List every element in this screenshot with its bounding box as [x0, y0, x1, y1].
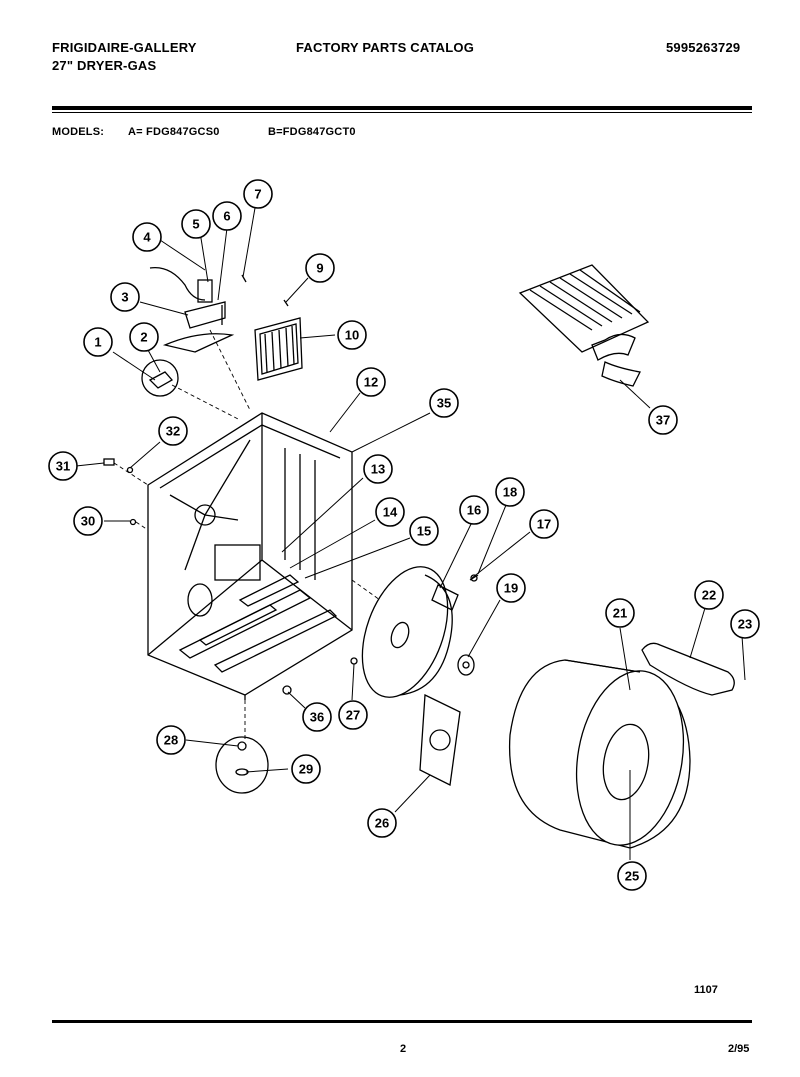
callout-31: 31 — [48, 451, 78, 481]
callout-7: 7 — [243, 179, 273, 209]
model-b: B=FDG847GCT0 — [268, 126, 356, 138]
page-number: 2 — [400, 1043, 407, 1055]
callout-5: 5 — [181, 209, 211, 239]
svg-text:28: 28 — [164, 733, 178, 748]
models-label: MODELS: — [52, 126, 105, 138]
footer-rule — [52, 1020, 752, 1023]
callout-12: 12 — [356, 367, 386, 397]
leader-lines — [75, 207, 746, 860]
callout-4: 4 — [132, 222, 162, 252]
callout-30: 30 — [73, 506, 103, 536]
svg-text:13: 13 — [371, 462, 385, 477]
callout-21: 21 — [605, 598, 635, 628]
callout-1: 1 — [83, 327, 113, 357]
svg-text:18: 18 — [503, 485, 517, 500]
callout-29: 29 — [291, 754, 321, 784]
svg-text:31: 31 — [56, 459, 70, 474]
exhaust-duct-drawing — [419, 693, 461, 786]
svg-text:25: 25 — [625, 869, 639, 884]
svg-text:22: 22 — [702, 588, 716, 603]
svg-text:35: 35 — [437, 396, 451, 411]
blower-drawing — [457, 574, 479, 676]
svg-text:32: 32 — [166, 424, 180, 439]
revision-date: 2/95 — [728, 1043, 750, 1055]
foot-36-drawing — [282, 685, 292, 695]
svg-text:26: 26 — [375, 816, 389, 831]
front-bulkhead-drawing — [361, 566, 459, 698]
svg-text:16: 16 — [467, 503, 481, 518]
exploded-parts-diagram: 1 2 3 4 5 6 7 9 10 12 13 14 15 16 17 18 … — [48, 179, 760, 891]
callout-6: 6 — [212, 201, 242, 231]
callout-37: 37 — [648, 405, 678, 435]
callout-2: 2 — [129, 322, 159, 352]
cabinet-drawing — [147, 412, 353, 700]
brand-name: FRIGIDAIRE-GALLERY — [52, 40, 197, 55]
svg-text:12: 12 — [364, 375, 378, 390]
callout-15: 15 — [409, 516, 439, 546]
callout-16: 16 — [459, 495, 489, 525]
svg-text:9: 9 — [316, 261, 323, 276]
callout-19: 19 — [496, 573, 526, 603]
callout-25: 25 — [617, 861, 647, 891]
svg-text:37: 37 — [656, 413, 670, 428]
screw-7-drawing — [241, 274, 247, 283]
sensor-2-drawing — [148, 371, 174, 389]
callout-9: 9 — [305, 253, 335, 283]
svg-text:6: 6 — [223, 209, 230, 224]
svg-text:7: 7 — [254, 187, 261, 202]
callout-35: 35 — [429, 388, 459, 418]
callout-17: 17 — [529, 509, 559, 539]
svg-text:10: 10 — [345, 328, 359, 343]
svg-text:27: 27 — [346, 708, 360, 723]
callout-28: 28 — [156, 725, 186, 755]
callout-10: 10 — [337, 320, 367, 350]
vent-grille-drawing — [254, 317, 303, 381]
catalog-title: FACTORY PARTS CATALOG — [296, 40, 475, 55]
drum-baffle-drawing — [641, 642, 735, 696]
callout-22: 22 — [694, 580, 724, 610]
callout-13: 13 — [363, 454, 393, 484]
product-name: 27" DRYER-GAS — [52, 58, 157, 73]
header-rule — [52, 106, 752, 110]
model-a: A= FDG847GCS0 — [128, 126, 220, 138]
svg-text:23: 23 — [738, 617, 752, 632]
callout-32: 32 — [158, 416, 188, 446]
svg-text:1: 1 — [94, 335, 101, 350]
clip-31-drawing — [103, 458, 115, 466]
svg-text:36: 36 — [310, 710, 324, 725]
callout-36: 36 — [302, 702, 332, 732]
screw-30-drawing — [129, 518, 137, 526]
svg-text:19: 19 — [504, 581, 518, 596]
svg-text:2: 2 — [140, 330, 147, 345]
catalog-number: 5995263729 — [666, 40, 741, 55]
svg-text:4: 4 — [143, 230, 151, 245]
figure-code: 1107 — [694, 984, 718, 996]
svg-text:14: 14 — [383, 505, 398, 520]
callout-14: 14 — [375, 497, 405, 527]
callout-26: 26 — [367, 808, 397, 838]
callout-23: 23 — [730, 609, 760, 639]
thermostat-bracket-drawing — [149, 266, 235, 353]
inset-detail-circle — [141, 359, 179, 397]
drying-rack-drawing — [518, 264, 650, 387]
drum-drawing — [508, 659, 691, 849]
svg-text:15: 15 — [417, 524, 431, 539]
svg-text:29: 29 — [299, 762, 313, 777]
callout-18: 18 — [495, 477, 525, 507]
callout-3: 3 — [110, 282, 140, 312]
svg-text:17: 17 — [537, 517, 551, 532]
header-rule-thin — [52, 112, 752, 113]
svg-text:5: 5 — [192, 217, 199, 232]
svg-text:21: 21 — [613, 606, 627, 621]
svg-text:30: 30 — [81, 514, 95, 529]
leveling-leg-drawing — [215, 736, 269, 794]
screw-9-drawing — [283, 299, 289, 307]
callout-27: 27 — [338, 700, 368, 730]
screw-27-drawing — [350, 657, 358, 665]
svg-text:3: 3 — [121, 290, 128, 305]
